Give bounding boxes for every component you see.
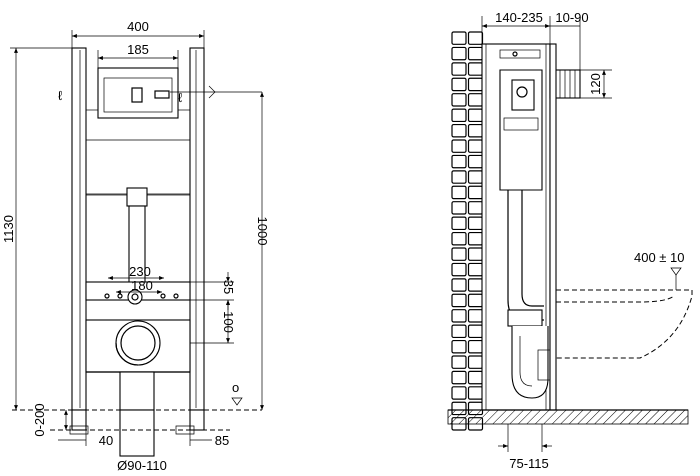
level-mark: o bbox=[232, 380, 239, 395]
dim-width-total: 400 bbox=[127, 19, 149, 34]
dim-foot-right: 85 bbox=[215, 433, 229, 448]
dim-pipe-height: 120 bbox=[588, 73, 603, 95]
wall-tile bbox=[467, 185, 484, 200]
dim-bowl-length: 400 ± 10 bbox=[634, 250, 685, 265]
wall-tile bbox=[451, 231, 467, 246]
wall-tile bbox=[451, 77, 467, 92]
dim-floor-offset: 75-115 bbox=[509, 456, 549, 471]
wall-tile bbox=[451, 324, 467, 339]
wall-tile bbox=[451, 46, 467, 61]
dim-mount-inner: 180 bbox=[131, 278, 153, 293]
side-floor bbox=[447, 409, 689, 425]
leg-left bbox=[71, 409, 87, 431]
wall-tile bbox=[467, 278, 484, 292]
wall-tile bbox=[467, 46, 484, 61]
dim-mount-width: 230 bbox=[129, 264, 151, 279]
leg-right bbox=[189, 409, 205, 431]
wall-tile bbox=[451, 262, 467, 277]
wall-tile bbox=[467, 293, 484, 308]
wall-tile bbox=[467, 309, 484, 323]
wall-tile bbox=[467, 339, 484, 354]
frame-left-post bbox=[71, 47, 87, 411]
wall-tile bbox=[467, 123, 484, 138]
dim-drain-diameter: Ø90-110 bbox=[117, 458, 167, 473]
wall-tile bbox=[451, 355, 467, 369]
wall-tile bbox=[451, 201, 467, 215]
wall-tile bbox=[451, 370, 467, 385]
wall-tile bbox=[467, 154, 484, 169]
wall-tile bbox=[467, 355, 484, 369]
wall-tile bbox=[451, 216, 467, 231]
wall-tile bbox=[451, 93, 467, 107]
wall-tile bbox=[451, 309, 467, 323]
wall-tile bbox=[451, 123, 467, 138]
wall-tile bbox=[451, 247, 467, 261]
dim-leg-adjust: 0-200 bbox=[32, 403, 47, 436]
wall-tile bbox=[467, 247, 484, 261]
wall-tile bbox=[451, 154, 467, 169]
tiled-wall bbox=[451, 31, 484, 431]
side-view: 140-235 10-90 120 400 ± 10 75-115 bbox=[447, 10, 693, 471]
dim-foot-left: 40 bbox=[99, 433, 113, 448]
wall-tile bbox=[467, 62, 484, 76]
wall-tile bbox=[451, 108, 467, 123]
wall-tile bbox=[467, 370, 484, 385]
wall-tile bbox=[467, 386, 484, 400]
front-view: ℓ ℓ 400 bbox=[1, 19, 270, 473]
flush-plate bbox=[97, 67, 179, 119]
toilet-bowl bbox=[556, 289, 693, 359]
wall-tile bbox=[451, 293, 467, 308]
side-drain bbox=[511, 326, 549, 399]
cistern-body bbox=[85, 109, 191, 196]
wall-tile bbox=[467, 216, 484, 231]
dim-wall-gap: 10-90 bbox=[555, 10, 588, 25]
dim-mount-offset: 35 bbox=[221, 280, 236, 294]
wall-tile bbox=[451, 185, 467, 200]
inlet-mark: ℓ bbox=[58, 88, 63, 103]
dim-depth: 140-235 bbox=[495, 10, 543, 25]
wall-tile bbox=[451, 139, 467, 153]
wall-tile bbox=[451, 62, 467, 76]
frame-right-post bbox=[189, 47, 205, 411]
wall-tile bbox=[451, 170, 467, 184]
wall-tile bbox=[451, 31, 467, 45]
wall-tile bbox=[467, 77, 484, 92]
wall-tile bbox=[451, 339, 467, 354]
dim-height-outlet: 1000 bbox=[255, 217, 270, 246]
dim-drain-offset: 100 bbox=[221, 311, 236, 333]
wall-tile bbox=[451, 278, 467, 292]
wall-tile bbox=[467, 231, 484, 246]
dim-width-button: 185 bbox=[127, 42, 149, 57]
drain-pipe bbox=[119, 409, 155, 457]
dim-height-total: 1130 bbox=[1, 215, 16, 243]
wall-tile bbox=[467, 201, 484, 215]
wall-tile bbox=[467, 170, 484, 184]
level-symbol bbox=[231, 397, 243, 406]
front-panel bbox=[549, 43, 557, 411]
wall-tile bbox=[467, 93, 484, 107]
inlet-mark-right: ℓ bbox=[178, 90, 183, 105]
wall-tile bbox=[467, 262, 484, 277]
wall-tile bbox=[467, 108, 484, 123]
wall-tile bbox=[451, 386, 467, 400]
wall-tile bbox=[467, 324, 484, 339]
wall-tile bbox=[467, 31, 484, 45]
wall-tile bbox=[467, 139, 484, 153]
